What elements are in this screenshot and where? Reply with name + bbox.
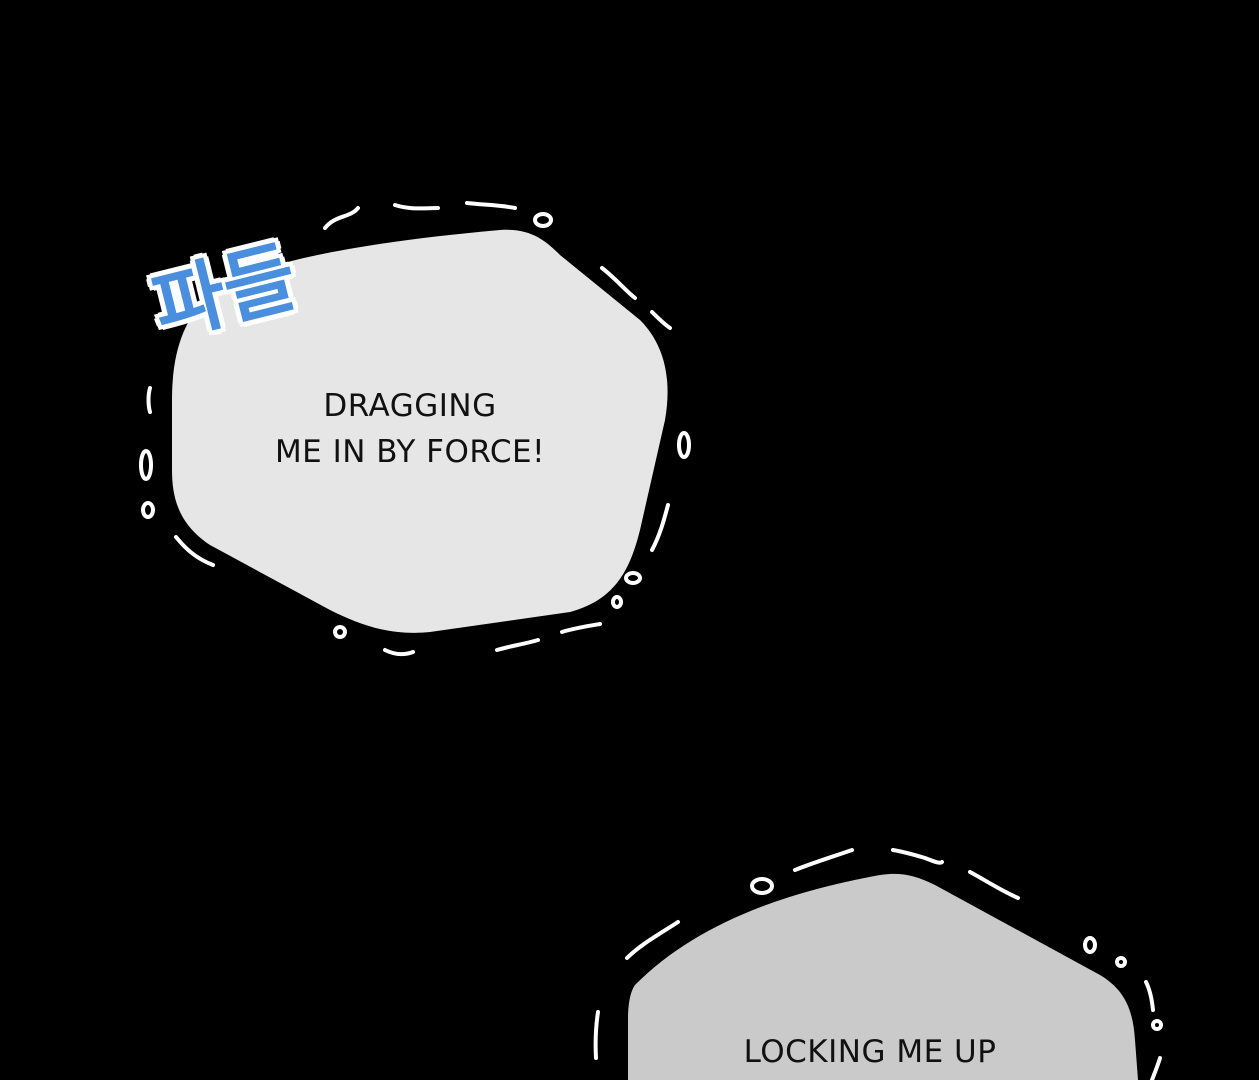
bubble-1-text: DRAGGING ME IN BY FORCE! <box>230 383 590 475</box>
bubble-2-line-1: LOCKING ME UP <box>743 1034 997 1070</box>
bubble-1-line-1: DRAGGING <box>323 388 497 424</box>
speech-bubble-2 <box>628 873 1138 1080</box>
speech-bubble-1 <box>172 229 668 633</box>
bubble-1-line-2: ME IN BY FORCE! <box>274 434 546 470</box>
bubble-2-text: LOCKING ME UP <box>690 1029 1050 1075</box>
dashed-outline-bubble-1 <box>139 201 691 657</box>
dashed-outline-bubble-2 <box>593 848 1163 1080</box>
